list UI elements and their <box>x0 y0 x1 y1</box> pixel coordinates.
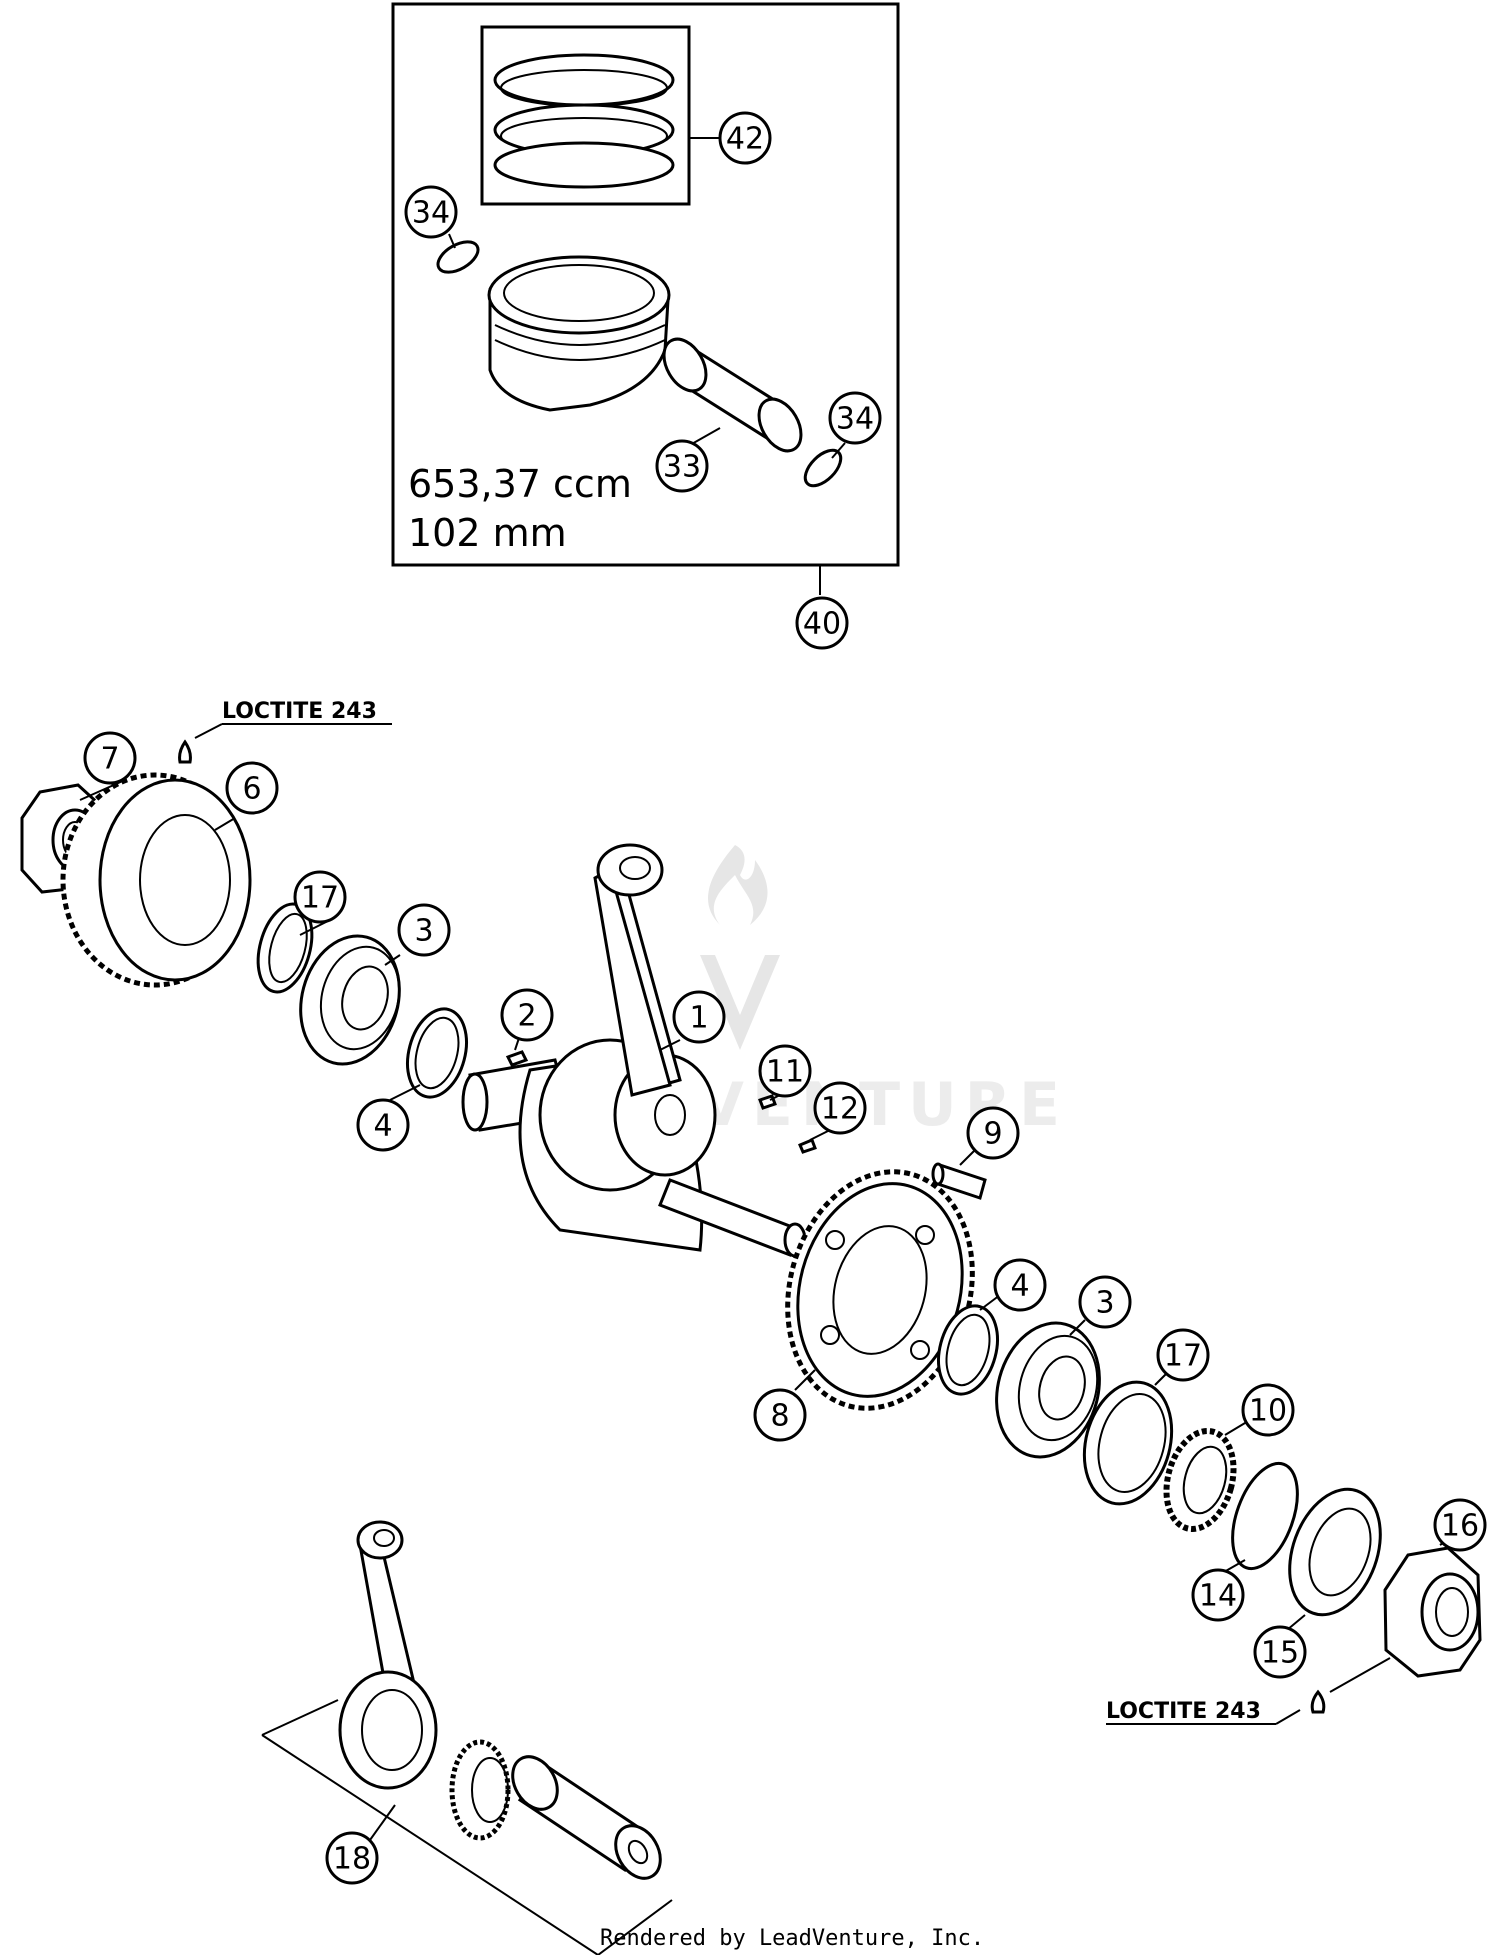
callout-34-top: 34 <box>404 185 458 239</box>
callout-9: 9 <box>966 1106 1020 1160</box>
svg-text:9: 9 <box>983 1117 1002 1152</box>
loctite-top-text: LOCTITE 243 <box>222 699 377 724</box>
pin-9-part <box>931 1162 987 1200</box>
svg-text:14: 14 <box>1199 1579 1237 1614</box>
callout-18: 18 <box>325 1831 379 1885</box>
piston-pin <box>662 337 803 453</box>
circlip-14-part <box>1231 1461 1299 1571</box>
bore-text: 102 mm <box>408 511 567 555</box>
loctite-drop-top-icon <box>178 739 192 764</box>
callout-40: 40 <box>795 596 849 650</box>
sprocket-10-part <box>1163 1427 1237 1533</box>
callout-11: 11 <box>758 1044 812 1098</box>
svg-text:17: 17 <box>1164 1339 1202 1374</box>
svg-text:34: 34 <box>412 196 450 231</box>
loctite-note-bottom: LOCTITE 243 <box>1106 1657 1391 1725</box>
svg-text:33: 33 <box>663 450 701 485</box>
ring-17-right <box>1082 1380 1174 1506</box>
callout-4-left: 4 <box>356 1098 410 1152</box>
callout-14: 14 <box>1191 1568 1245 1622</box>
shim-left <box>406 1007 468 1099</box>
svg-text:10: 10 <box>1249 1394 1287 1429</box>
loctite-bottom-text: LOCTITE 243 <box>1106 1699 1261 1724</box>
callout-2: 2 <box>500 988 554 1042</box>
crankshaft-part <box>461 843 807 1258</box>
svg-text:15: 15 <box>1261 1636 1299 1671</box>
callout-1: 1 <box>672 990 726 1044</box>
callout-3-left: 3 <box>397 903 451 957</box>
svg-text:18: 18 <box>333 1842 371 1877</box>
callout-6: 6 <box>225 761 279 815</box>
piston-rings <box>493 53 675 189</box>
callout-7: 7 <box>83 731 137 785</box>
svg-text:12: 12 <box>821 1092 859 1127</box>
callout-12: 12 <box>813 1081 867 1135</box>
bearing-right <box>995 1321 1101 1459</box>
callout-4-right: 4 <box>993 1258 1047 1312</box>
credit-text: Rendered by LeadVenture, Inc. <box>600 1926 984 1951</box>
callout-33: 33 <box>655 439 709 493</box>
conrod-kit-group <box>261 1520 673 1955</box>
primary-gear-part <box>60 772 252 988</box>
callout-42: 42 <box>718 111 772 165</box>
svg-text:3: 3 <box>414 914 433 949</box>
callout-3-right: 3 <box>1078 1275 1132 1329</box>
timing-gear-part <box>785 1169 975 1411</box>
piston <box>487 255 671 412</box>
piston-kit-group: 653,37 ccm 102 mm <box>391 2 900 595</box>
callout-15: 15 <box>1253 1625 1307 1679</box>
svg-text:7: 7 <box>100 742 119 777</box>
callout-16: 16 <box>1433 1498 1487 1552</box>
svg-text:1: 1 <box>689 1001 708 1036</box>
loctite-note-top: LOCTITE 243 <box>178 699 392 764</box>
callout-34-right: 34 <box>828 391 882 445</box>
callout-17-right: 17 <box>1156 1328 1210 1382</box>
piston-ring-frame <box>480 25 691 206</box>
svg-text:17: 17 <box>301 881 339 916</box>
svg-text:4: 4 <box>1010 1269 1029 1304</box>
bearing-left <box>299 934 401 1066</box>
shim-right <box>937 1304 999 1396</box>
svg-text:11: 11 <box>766 1055 804 1090</box>
svg-text:8: 8 <box>770 1399 789 1434</box>
svg-text:2: 2 <box>517 999 536 1034</box>
nut-16-part <box>1383 1546 1482 1678</box>
svg-text:4: 4 <box>373 1109 392 1144</box>
circlip-right <box>803 448 843 488</box>
svg-text:42: 42 <box>726 122 764 157</box>
callout-17-left: 17 <box>293 870 347 924</box>
loctite-drop-bottom-icon <box>1310 1689 1326 1714</box>
circlip-left <box>436 240 480 274</box>
watermark-flame-icon <box>708 845 768 925</box>
piston-kit-frame <box>391 2 900 567</box>
callout-8: 8 <box>753 1388 807 1442</box>
watermark-v-icon <box>700 955 780 1050</box>
displacement-text: 653,37 ccm <box>408 462 632 506</box>
key-12-part <box>798 1138 817 1154</box>
key-2-part <box>505 1050 529 1067</box>
svg-text:34: 34 <box>836 402 874 437</box>
svg-text:16: 16 <box>1441 1509 1479 1544</box>
svg-text:6: 6 <box>242 772 261 807</box>
svg-text:3: 3 <box>1095 1286 1114 1321</box>
callout-10: 10 <box>1241 1383 1295 1437</box>
svg-text:40: 40 <box>803 607 841 642</box>
